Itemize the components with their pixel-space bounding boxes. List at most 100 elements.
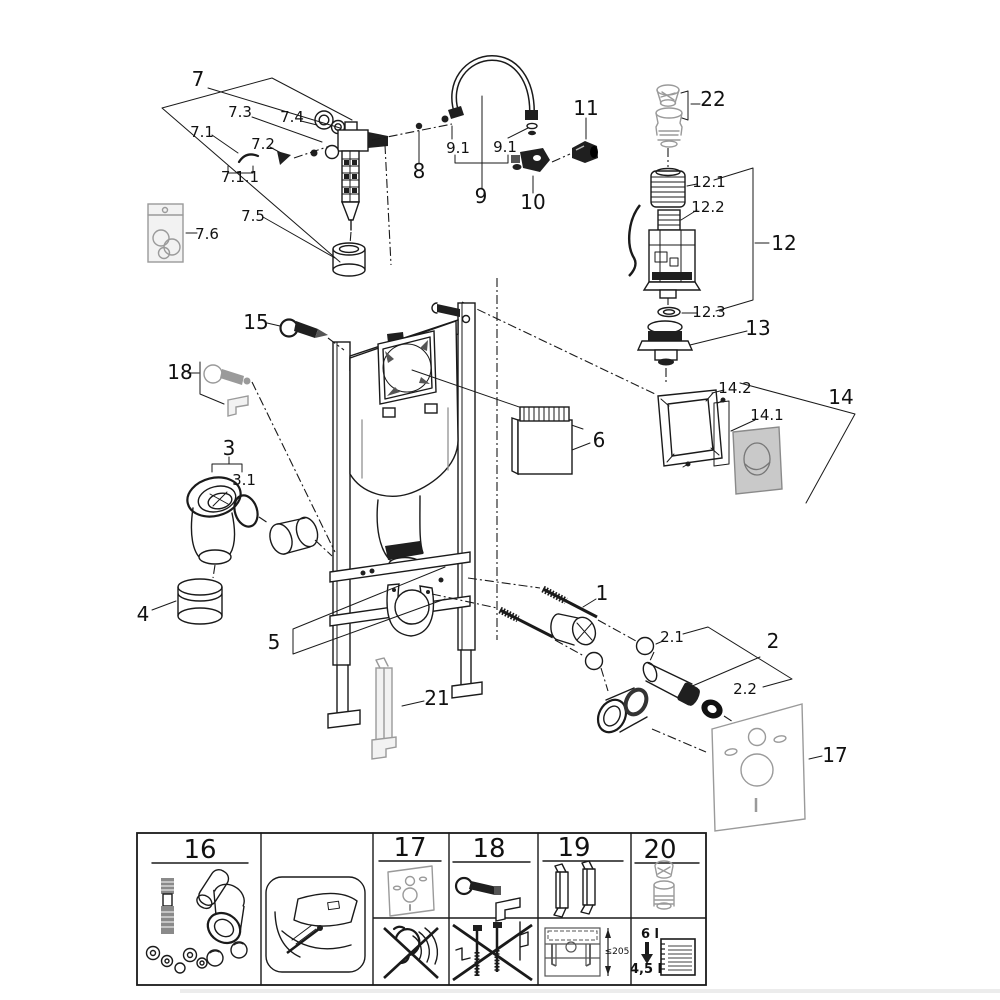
bellows-12-1	[650, 167, 686, 208]
grommet	[596, 687, 649, 734]
flush-volume-icon	[641, 938, 696, 976]
flex-hose	[451, 54, 535, 115]
part-label-12-2: 12.2	[691, 198, 724, 216]
part-label-7-4: 7.4	[280, 108, 304, 126]
spare-bag-7-6	[147, 203, 184, 263]
part-label-7: 7	[192, 67, 205, 91]
part-label-15: 15	[243, 310, 268, 334]
part-label-7-2: 7.2	[251, 135, 275, 153]
part-label-11: 11	[573, 96, 598, 120]
part-label-7-1-1: 7.1.1	[221, 168, 259, 186]
part-label-18: 18	[167, 360, 192, 384]
no-standard-bolts-icon	[452, 921, 533, 982]
extension-22	[655, 84, 683, 148]
frame-feet	[327, 649, 483, 729]
cap-4	[177, 578, 223, 625]
part-label-7-3: 7.3	[228, 103, 252, 121]
cap-7-5	[332, 242, 366, 277]
bracket-5-21	[292, 566, 446, 760]
part-label-9-1a: 9.1	[446, 139, 470, 157]
legend-label-18: 18	[472, 834, 505, 864]
flush-reducer-icon	[653, 860, 675, 910]
part-label-2: 2	[767, 629, 780, 653]
part-label-12-1: 12.1	[692, 173, 725, 191]
part-label-13: 13	[745, 316, 770, 340]
wall-anchor-icon	[454, 876, 521, 922]
mounting-frame-14-2	[657, 389, 726, 468]
dimension-label: ≤205	[605, 947, 630, 957]
part-label-2-1: 2.1	[660, 628, 684, 646]
inlet-hose-group	[371, 54, 598, 194]
cistern	[349, 320, 459, 497]
legend-label-17: 17	[393, 833, 426, 863]
spacer-tube	[642, 661, 700, 706]
wall-anchor-set-18	[203, 364, 251, 417]
clip-7-1	[237, 153, 260, 164]
pan-connector-bracket	[386, 583, 435, 637]
legend-label-20: 20	[643, 835, 676, 865]
flush-valve-group	[628, 84, 770, 384]
part-label-22: 22	[700, 87, 725, 111]
seal-12-3	[657, 306, 681, 318]
shower-toilet-icon	[265, 876, 366, 973]
seal-ring-2-2	[701, 699, 723, 719]
fixing-set-icon	[145, 869, 248, 974]
part-label-17: 17	[822, 743, 847, 767]
no-noise-icon	[383, 925, 439, 979]
fill-valve	[324, 121, 388, 231]
part-label-12: 12	[771, 231, 796, 255]
cap-2-1	[635, 636, 655, 656]
part-label-7-1: 7.1	[190, 123, 214, 141]
volume-from-label: 6 l	[641, 927, 659, 942]
cone-7-2	[277, 151, 291, 165]
part-label-14-1: 14.1	[750, 406, 783, 424]
part-label-7-6: 7.6	[195, 225, 219, 243]
o-ring-3-1	[233, 494, 259, 528]
part-label-9: 9	[475, 184, 488, 208]
part-label-10: 10	[520, 190, 545, 214]
part-label-3-1: 3.1	[232, 471, 256, 489]
inspection-cover-6	[511, 406, 573, 476]
part-label-9-1b: 9.1	[493, 138, 517, 156]
sleeve-spacer	[550, 613, 597, 646]
threaded-rod-2	[498, 606, 554, 639]
part-label-12-3: 12.3	[692, 303, 725, 321]
extension-bracket-21	[371, 657, 397, 760]
valve-body-12-2	[628, 204, 702, 299]
frame-dimension-icon	[544, 927, 611, 977]
part-label-5: 5	[268, 630, 281, 654]
flush-plate	[732, 426, 783, 495]
part-label-14: 14	[828, 385, 853, 409]
screw-8	[415, 122, 423, 130]
sound-insulation-pad	[711, 703, 823, 832]
legend-labels: 16 17 18 19 20 ≤205 6 l 4,5 l	[183, 833, 676, 977]
part-label-7-5: 7.5	[241, 207, 265, 225]
cap-small	[584, 651, 604, 671]
frame	[327, 278, 591, 729]
part-label-8: 8	[413, 159, 426, 183]
elbow-3	[186, 476, 242, 565]
page-edge-strip	[180, 989, 1000, 993]
fitting-11	[572, 141, 598, 163]
inlet-elbow-group	[151, 456, 333, 625]
callout-labels: 7 7.3 7.4 7.1 7.2 7.1.1 7.5 7.6 8 9.1 9.…	[137, 67, 854, 767]
angle-valve-10	[511, 148, 550, 172]
extension-brackets-icon	[553, 860, 596, 918]
threaded-rod-1	[541, 585, 598, 619]
actuation-group	[461, 301, 856, 504]
legend-label-16: 16	[183, 835, 216, 865]
part-label-14-2: 14.2	[718, 379, 751, 397]
part-label-21: 21	[424, 686, 449, 710]
protection-plate-14-1	[713, 400, 730, 467]
sound-insulation-pad-icon	[387, 865, 435, 917]
sleeve	[269, 516, 319, 555]
part-label-3: 3	[223, 436, 236, 460]
fill-valve-group	[147, 77, 392, 277]
fixing-rods-group	[431, 577, 793, 753]
hanger-bolt-15	[279, 318, 328, 338]
wall-fixing-group	[187, 318, 345, 553]
legend-table	[136, 832, 707, 986]
volume-to-label: 4,5 l	[630, 962, 662, 977]
